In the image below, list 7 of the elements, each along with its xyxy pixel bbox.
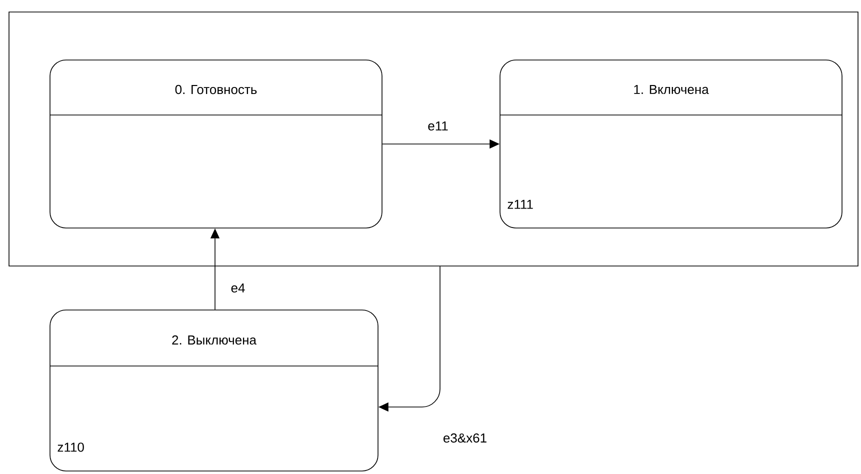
edge-label: e3&x61	[442, 432, 488, 444]
frame-box	[8, 12, 858, 266]
edge-label: e11	[426, 120, 450, 132]
state-box: 0. Готовность	[50, 60, 382, 228]
state-box: 1. Включена z111	[500, 60, 842, 228]
state-box: 2. Выключена z110	[50, 310, 378, 472]
edge-label: e4	[230, 282, 246, 294]
